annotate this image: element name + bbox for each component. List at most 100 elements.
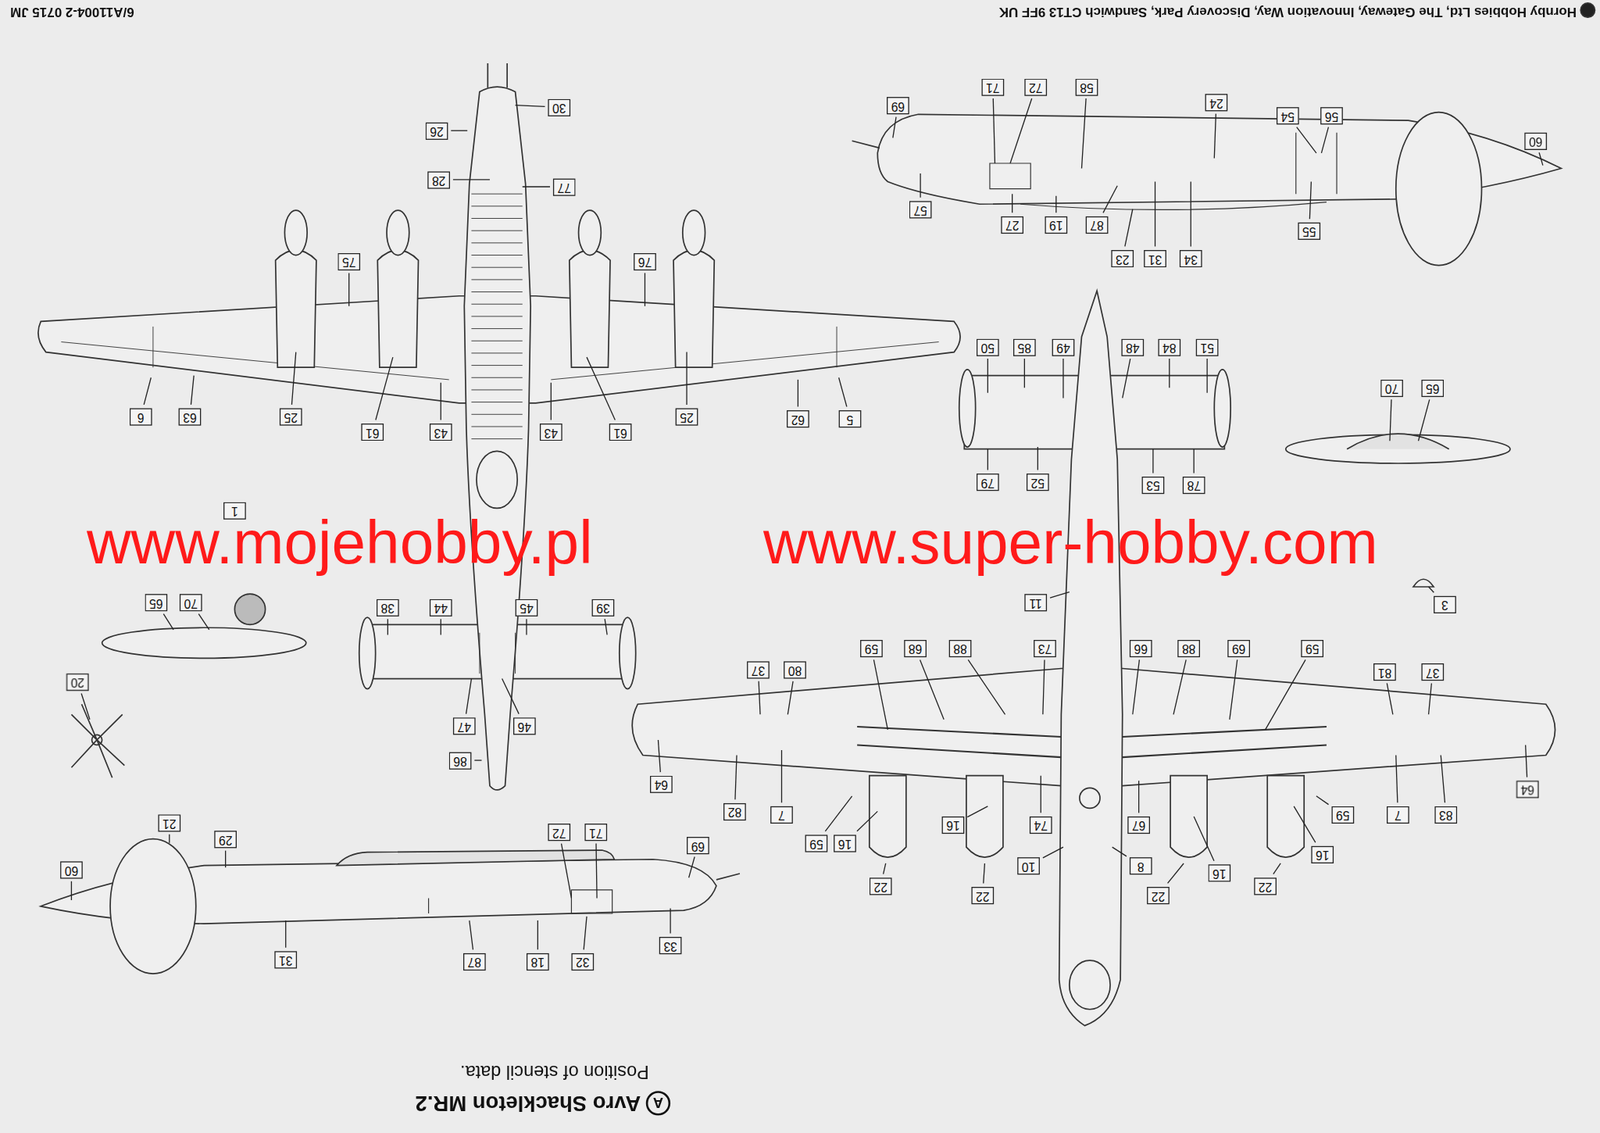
leader-line [1024, 358, 1025, 388]
leader-line [1103, 185, 1118, 214]
callout-number: 76 [633, 252, 657, 270]
leader-line [657, 739, 661, 772]
leader-line [190, 375, 194, 405]
leader-line [387, 618, 389, 635]
leader-line [1396, 755, 1398, 804]
callout-number: 16 [1310, 845, 1334, 863]
callout-number: 78 [1182, 475, 1206, 493]
leader-line [1011, 193, 1013, 213]
callout-number: 79 [976, 472, 1000, 490]
callout-number: 16 [942, 815, 965, 833]
scheme-letter: A [646, 1090, 671, 1115]
side-view-right [852, 112, 1562, 266]
leader-line [689, 856, 696, 878]
leader-line [920, 659, 945, 719]
callout-number: 65 [144, 593, 168, 611]
callout-number: 7 [770, 805, 793, 823]
callout-number: 16 [833, 834, 857, 852]
callout-number: 18 [526, 952, 550, 970]
leader-line [1167, 863, 1185, 883]
callout-number: 59 [1331, 805, 1354, 823]
callout-number: 77 [553, 178, 576, 196]
callout-number: 85 [1013, 338, 1036, 356]
leader-line [525, 618, 527, 635]
leader-line [1062, 358, 1064, 398]
leader-line [604, 618, 608, 635]
callout-number: 45 [515, 598, 539, 616]
leader-line [440, 618, 442, 635]
callout-number: 63 [178, 407, 202, 425]
leader-line [873, 659, 888, 729]
leader-line [1132, 659, 1140, 715]
leader-line [1309, 181, 1311, 219]
leader-line [375, 357, 393, 420]
callout-number: 55 [1297, 221, 1321, 240]
leader-line [537, 920, 539, 950]
leader-line [1539, 152, 1543, 165]
leader-line [735, 755, 737, 800]
leader-line [522, 185, 550, 187]
leader-line [1386, 682, 1393, 715]
leader-line [1296, 127, 1317, 154]
callout-number: 33 [659, 935, 683, 954]
leader-line [892, 117, 897, 139]
callout-number: 43 [539, 422, 563, 440]
leader-line [348, 272, 350, 306]
leader-line [450, 130, 468, 132]
leader-line [967, 659, 1005, 715]
leader-line [883, 863, 886, 875]
callout-number: 83 [1434, 805, 1458, 823]
leader-line [1525, 744, 1528, 777]
side-view-left [40, 839, 740, 974]
callout-number: 64 [650, 775, 673, 793]
leader-line [787, 681, 793, 715]
callout-number: 70 [179, 593, 203, 611]
leader-line [1154, 181, 1156, 247]
leader-line [983, 863, 986, 883]
leader-line [1214, 114, 1216, 159]
leader-line [1193, 449, 1195, 474]
callout-number: 60 [60, 860, 83, 879]
leader-line [453, 178, 490, 180]
callout-number: 86 [449, 751, 472, 769]
leader-line [1040, 775, 1042, 814]
callout-number: 72 [1024, 78, 1047, 96]
callout-number: 88 [949, 639, 972, 657]
callout-number: 22 [869, 877, 893, 895]
callout-number: 7 [1386, 805, 1410, 823]
callout-number: 57 [909, 200, 933, 218]
callout-number: 80 [783, 660, 807, 679]
leader-line [550, 382, 552, 421]
callout-number: 69 [1227, 639, 1250, 657]
callout-number: 87 [463, 952, 486, 970]
callout-number: 88 [1177, 639, 1200, 657]
leader-line [1321, 127, 1329, 154]
callout-number: 22 [1146, 885, 1170, 904]
callout-number: 25 [675, 407, 699, 425]
callout-number: 84 [1157, 338, 1181, 356]
callout-number: 69 [686, 835, 710, 854]
callout-number: 66 [1129, 639, 1153, 657]
callout-number: 59 [805, 834, 829, 852]
leader-line [1206, 358, 1208, 393]
callout-number: 65 [1421, 378, 1444, 397]
callout-number: 70 [1380, 378, 1404, 397]
leader-line [1190, 181, 1192, 247]
callout-number: 24 [1205, 93, 1229, 111]
callout-number: 3 [1433, 595, 1457, 613]
leader-line [285, 920, 286, 948]
callout-number: 11 [1024, 593, 1047, 611]
leader-line [198, 614, 209, 630]
leader-line [1122, 358, 1131, 398]
leader-line [919, 173, 921, 198]
leader-line [583, 916, 587, 950]
callout-number: 31 [274, 950, 297, 968]
callout-number: 87 [1085, 215, 1109, 233]
callout-number: 58 [1075, 78, 1099, 96]
leader-line [1193, 816, 1215, 861]
leader-line [992, 98, 995, 164]
callout-number: 81 [1373, 662, 1397, 680]
leader-line [1050, 592, 1070, 599]
watermark: www.super-hobby.com [763, 510, 1379, 576]
callout-number: 50 [976, 338, 1000, 356]
